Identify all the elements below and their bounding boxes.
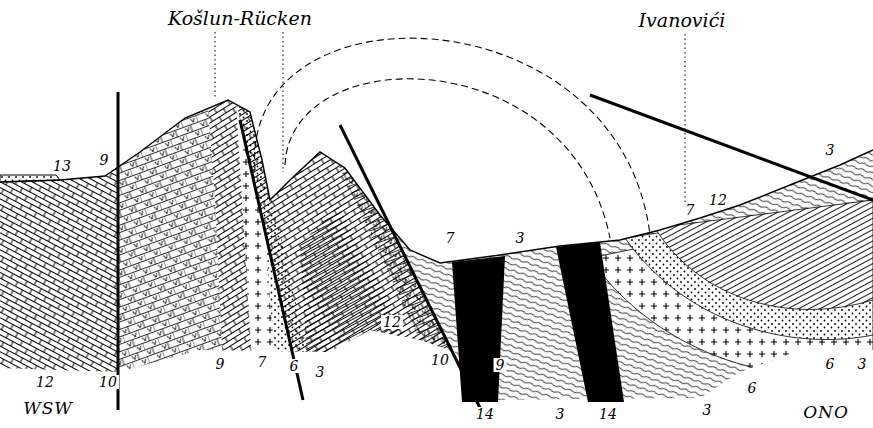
layer-fill [262,0,480,410]
layer-number: 14 [474,407,496,421]
leader-line [215,32,216,98]
direction-label: ONO [801,404,851,421]
layer-number: 9 [98,153,111,167]
layer-fill [279,0,873,428]
layer-number: 7 [444,231,457,245]
fault-line [117,92,120,410]
layer-fill [625,200,873,340]
fault-line [340,125,486,420]
layer-number: 6 [824,357,837,371]
layer-number: 10 [429,353,451,367]
layer-number: 9 [494,358,507,372]
layer-number: 7 [256,355,269,369]
layer-fill [0,0,118,428]
layer-number: 3 [554,407,567,421]
layer-fill [655,200,873,309]
layer-number: 14 [597,407,619,421]
eroded-fold-outline [255,38,650,235]
layer-number: 3 [824,143,837,157]
place-name: Košlun-Rücken [166,9,314,28]
layer-number: 3 [856,357,869,371]
layer-number: 3 [701,403,714,417]
intrusion-body [556,242,624,402]
layer-number: 12 [707,193,729,207]
layer-fill [200,0,500,428]
layer-number: 10 [97,375,119,389]
fault-line [590,95,873,200]
layer-fill [213,0,320,410]
fault-line [240,120,303,400]
layer-number: 12 [34,375,56,389]
layer-number: 6 [746,381,759,395]
layer-number: 3 [314,365,327,379]
layer-number: 9 [214,357,227,371]
layer-fill [590,200,873,376]
layer-number: 6 [288,359,301,373]
layer-number: 7 [684,203,697,217]
terrain-profile [0,100,873,263]
direction-label: WSW [21,400,75,417]
fault-block [200,0,500,428]
leader-line [685,34,686,212]
eroded-fold-outline [285,79,610,238]
layer-number: 3 [514,231,527,245]
layer-number: 13 [51,159,73,173]
intrusion-body [452,256,505,402]
layer-fill [118,0,225,410]
layer-number: 12 [381,315,403,329]
place-name: Ivanovići [637,11,728,30]
leader-line [283,32,284,172]
